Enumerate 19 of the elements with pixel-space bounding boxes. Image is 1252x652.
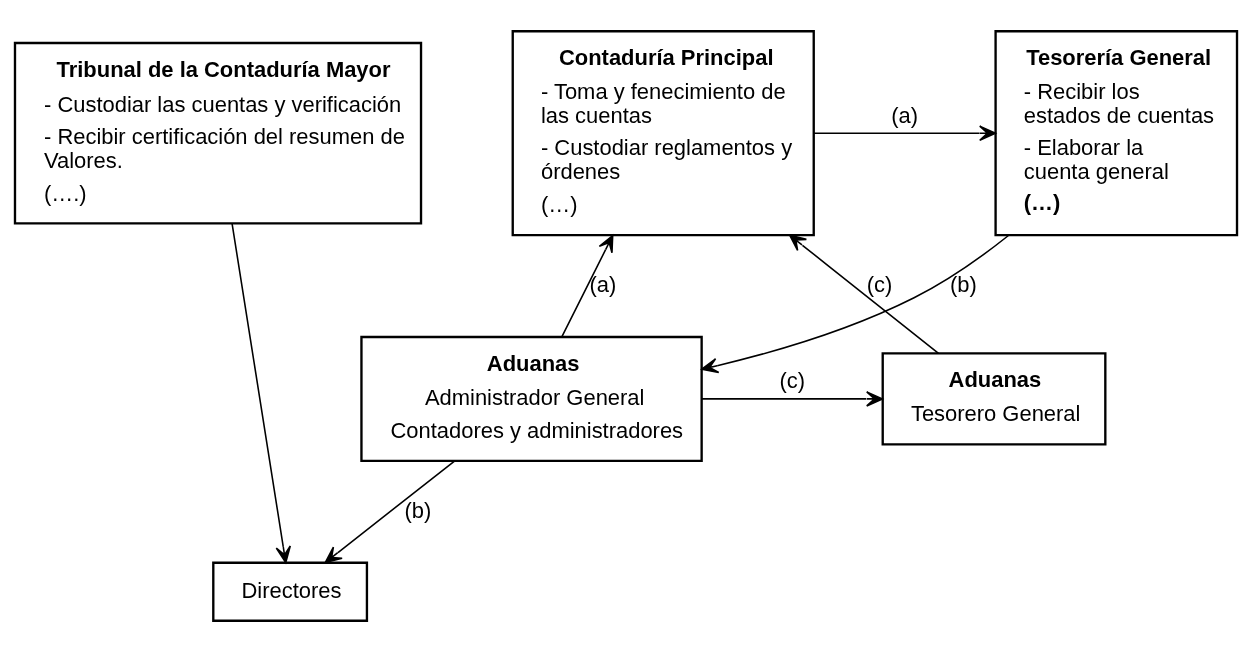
node-box: Tesorería General - Recibir los estados de cuentas - Elaborar la cuenta general (…) bbox=[994, 30, 1239, 237]
arrow bbox=[701, 391, 884, 407]
arrow bbox=[788, 234, 940, 355]
edge-label: (c) bbox=[779, 368, 805, 394]
edge-label: (a) bbox=[891, 102, 919, 128]
edge-label: (b) bbox=[950, 271, 977, 297]
node-box: Aduanas Tesorero General bbox=[881, 352, 1107, 446]
node-box: Directores bbox=[212, 561, 369, 622]
edge-label: (c) bbox=[866, 271, 893, 297]
arrow bbox=[701, 234, 1010, 374]
arrow bbox=[324, 460, 456, 564]
edge-label: (b) bbox=[404, 497, 432, 523]
edge-label: (a) bbox=[589, 271, 617, 297]
node-box: Contaduría Principal - Toma y fenecimiento de las cuentas - Custodiar reglamentos y órdenes (…) bbox=[511, 30, 815, 237]
arrow bbox=[561, 234, 614, 338]
arrow bbox=[231, 222, 292, 564]
node-box: Tribunal de la Contaduría Mayor - Custodiar las cuentas y verificación - Recibir certificación del resumen de Valores. (….) bbox=[13, 41, 423, 225]
node-box: Aduanas Administrador General Contadores y administradores bbox=[360, 335, 703, 462]
arrow bbox=[813, 125, 997, 141]
